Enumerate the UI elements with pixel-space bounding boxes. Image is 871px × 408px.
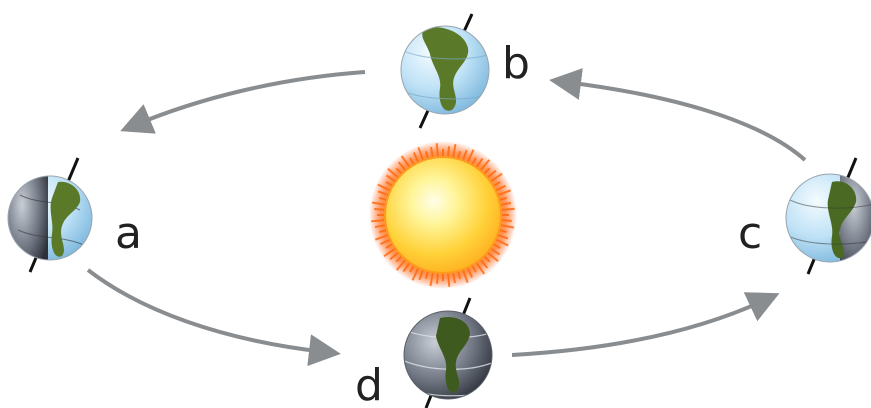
sun-ray <box>479 258 489 269</box>
earth-a-icon <box>7 157 93 273</box>
sun-ray <box>411 267 420 281</box>
sun-ray <box>378 229 388 234</box>
sun-ray <box>395 167 403 175</box>
sun-ray <box>385 174 397 183</box>
sun-ray <box>400 155 411 169</box>
sun-ray <box>435 143 439 158</box>
sun-ray <box>479 159 491 172</box>
sun-ray <box>385 243 394 249</box>
sun-ray <box>500 207 515 211</box>
sun-ray <box>499 202 512 206</box>
sun-ray <box>489 247 501 256</box>
sun-ray <box>377 190 389 197</box>
sun-ray <box>447 272 451 287</box>
sun-ray <box>471 264 477 273</box>
sun-ray <box>497 189 511 197</box>
sun-ray <box>417 147 425 161</box>
sun-ray <box>497 233 509 240</box>
sun-ray <box>389 251 400 261</box>
sun-ray <box>371 201 387 206</box>
sun-ray <box>457 150 462 160</box>
sun-ray <box>495 238 509 247</box>
sun-ray <box>447 146 451 158</box>
sun-ray <box>378 196 388 201</box>
earth-b-icon <box>400 13 490 129</box>
sun-ray <box>424 150 429 160</box>
sun-ray <box>475 157 484 169</box>
sun-ray <box>461 149 468 161</box>
sun-ray <box>375 233 389 241</box>
sun-ray <box>383 247 397 258</box>
orbit-arrow-a-to-d <box>86 268 341 367</box>
sun-ray <box>385 181 394 187</box>
sun-ray <box>486 251 499 263</box>
earth-d-icon <box>403 297 493 408</box>
sun-ray <box>429 271 434 287</box>
sun-ray <box>486 169 497 179</box>
label-a: a <box>115 208 142 259</box>
sun-ray <box>500 219 512 223</box>
sun-ray <box>374 224 387 228</box>
sun-ray <box>475 261 486 275</box>
sun-ray <box>499 224 515 229</box>
sun-ray <box>377 183 391 192</box>
sun-ray <box>380 238 391 246</box>
sun-ray <box>489 172 503 183</box>
label-d: d <box>355 360 383 408</box>
orbit-arrow-b-to-a <box>120 70 366 134</box>
sun-ray <box>466 267 474 278</box>
sun-ray <box>395 255 403 263</box>
label-c: c <box>738 208 762 259</box>
label-b: b <box>502 38 530 89</box>
sun-ray <box>461 269 469 283</box>
sun-ray <box>409 157 415 166</box>
sun-ray <box>483 167 491 175</box>
sun-ray <box>402 261 411 273</box>
sun-icon <box>369 141 517 289</box>
sun-ray <box>371 219 386 223</box>
orbit-arrow-d-to-c <box>511 292 780 357</box>
sun-ray <box>418 269 425 281</box>
earth-c-icon <box>785 157 871 275</box>
sun-ray <box>374 207 386 211</box>
sun-ray <box>387 167 400 179</box>
sun-ray <box>435 272 439 284</box>
sun-ray <box>424 270 429 280</box>
sun-ray <box>466 149 475 163</box>
sun-ray <box>412 152 420 163</box>
sun-ray <box>483 255 491 263</box>
sun-ray <box>395 258 407 271</box>
sun-ray <box>471 157 477 166</box>
sun-ray <box>495 184 506 192</box>
sun-ray <box>492 181 501 187</box>
sun-ray <box>498 196 508 201</box>
sun-ray <box>430 146 434 159</box>
sun-ray <box>397 161 407 172</box>
sun-ray <box>498 229 508 234</box>
sun-ray <box>452 143 457 159</box>
sun-ray <box>492 243 501 249</box>
orbit-arrow-c-to-b <box>549 68 807 162</box>
sun-ray <box>457 270 462 280</box>
sun-ray <box>452 271 456 284</box>
sun-ray <box>409 264 415 273</box>
